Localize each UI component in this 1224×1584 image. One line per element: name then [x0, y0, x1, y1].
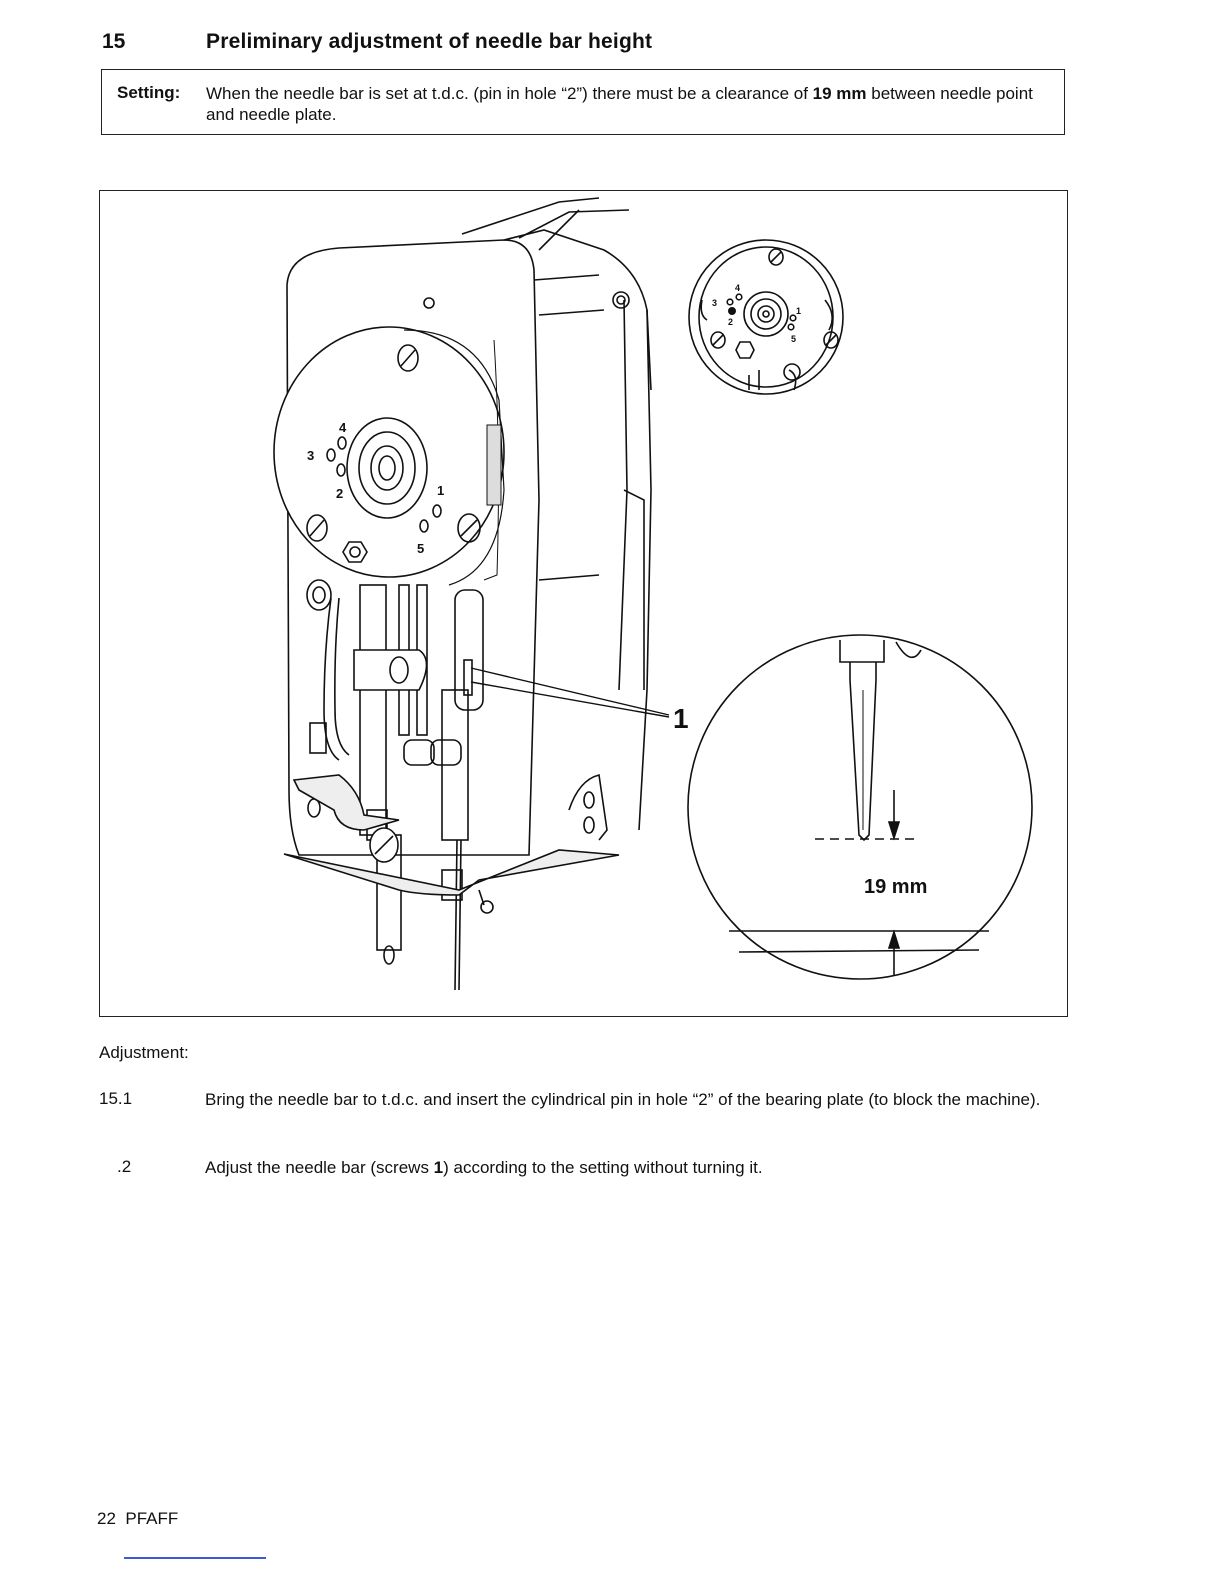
setting-label: Setting: [117, 83, 181, 102]
brand-name: PFAFF [125, 1509, 179, 1528]
page-number: 22 [97, 1509, 116, 1528]
step-number: .2 [117, 1157, 132, 1176]
step-text-before: Adjust the needle bar (screws [205, 1158, 434, 1177]
screw-pointer-lines [470, 667, 670, 718]
bearing-plate [273, 326, 505, 586]
hole-label-1: 1 [437, 483, 444, 498]
screw-reference: 1 [433, 1158, 444, 1177]
step-text: Bring the needle bar to t.d.c. and inser… [205, 1090, 1041, 1109]
inset-hole-label-2: 2 [728, 317, 733, 327]
hole-label-4: 4 [339, 420, 347, 435]
hole-label-5: 5 [417, 541, 424, 556]
setting-text: When the needle bar is set at t.d.c. (pi… [206, 83, 1056, 125]
screw-pointer-label: 1 [673, 703, 689, 734]
footer-divider [124, 1557, 266, 1559]
setting-text-after: between needle point and needle plate. [206, 84, 1033, 124]
needle-bar-assembly [306, 579, 484, 991]
hole-label-2: 2 [336, 486, 343, 501]
clearance-dimension-label: 19 mm [864, 876, 927, 898]
inset-hole-label-1: 1 [796, 306, 801, 316]
inset-hole-label-5: 5 [791, 334, 796, 344]
setting-box [101, 69, 1065, 135]
figure-frame [99, 190, 1068, 1017]
hole-label-3: 3 [307, 448, 314, 463]
step-text-after: ) according to the setting without turni… [443, 1158, 763, 1177]
step-number: 15.1 [99, 1089, 133, 1108]
setting-text-before: When the needle bar is set at t.d.c. (pi… [206, 84, 813, 103]
inset-hole-label-4: 4 [735, 283, 740, 293]
needle-clearance-detail [687, 634, 1033, 980]
setting-value: 19 mm [812, 84, 867, 103]
machine-head [286, 197, 652, 856]
adjustment-label: Adjustment: [99, 1043, 189, 1062]
page-footer: 22 PFAFF [97, 1509, 178, 1529]
section-number: 15 [102, 30, 126, 53]
inset-hole-label-3: 3 [712, 298, 717, 308]
step-text: Adjust the needle bar (screws 1) accordi… [205, 1157, 1075, 1178]
needle-plate [283, 774, 620, 914]
section-title: Preliminary adjustment of needle bar hei… [206, 30, 653, 53]
needle-bar-illustration: 4 3 2 1 5 1 [273, 197, 1033, 991]
bearing-plate-inset [688, 239, 844, 395]
